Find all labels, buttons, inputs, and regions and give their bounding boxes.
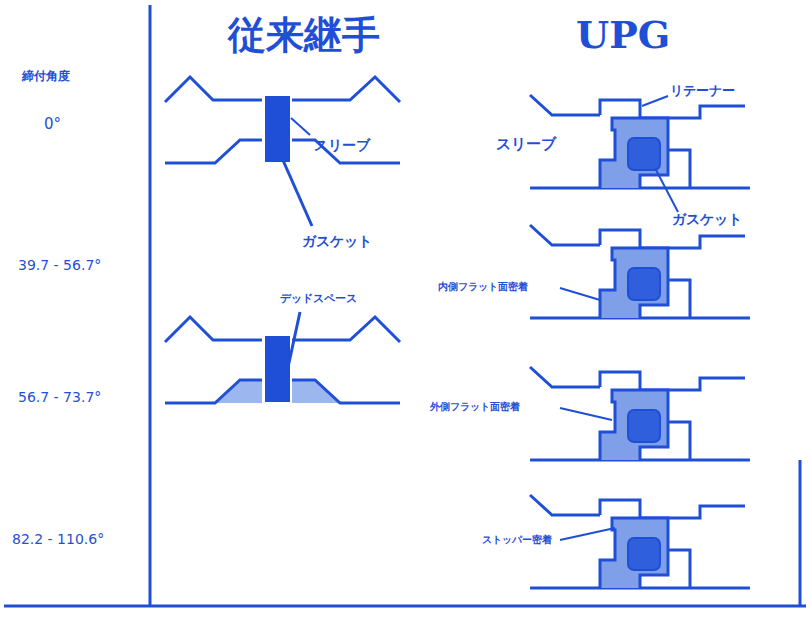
angle-value: 39.7 - 56.7°	[18, 258, 101, 273]
state-note: 内側フラット面密着	[438, 281, 528, 292]
column-heading: 従来継手	[228, 14, 380, 56]
part-name: リテーナー	[670, 84, 735, 98]
part-name: スリーブ	[314, 138, 370, 153]
state-note: 外側フラット面密着	[430, 401, 520, 412]
part-name: ガスケット	[302, 234, 372, 249]
part-name: ガスケット	[672, 212, 742, 227]
state-note: ストッパー密着	[482, 534, 552, 545]
part-name: デッドスペース	[280, 293, 357, 305]
axis-title: 締付角度	[22, 70, 70, 83]
angle-value: 56.7 - 73.7°	[18, 390, 101, 405]
column-heading: UPG	[576, 14, 670, 56]
angle-value: 82.2 - 110.6°	[12, 532, 104, 547]
angle-value: 0°	[44, 116, 61, 133]
part-name: スリーブ	[496, 136, 556, 153]
